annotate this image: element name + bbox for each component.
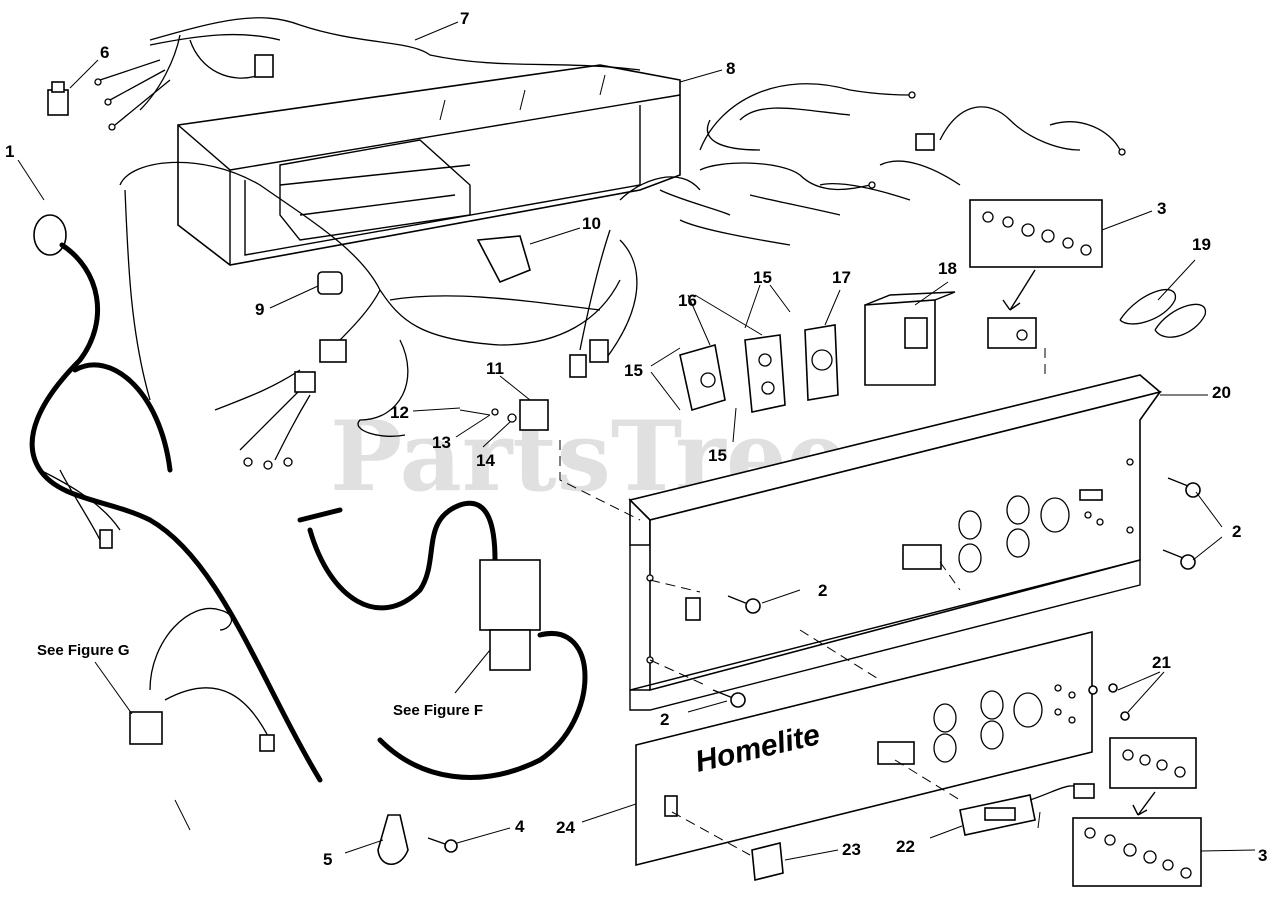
label-7: 7 bbox=[460, 9, 469, 28]
figure-g-module bbox=[129, 607, 275, 831]
part-6-sensor bbox=[47, 81, 69, 116]
receptacles bbox=[679, 291, 956, 413]
label-2a: 2 bbox=[1232, 522, 1241, 541]
label-14: 14 bbox=[476, 451, 495, 470]
figure-f-assembly bbox=[297, 500, 588, 780]
part-19-cable-ties bbox=[1119, 289, 1206, 338]
callout-labels: 1 6 7 8 9 10 11 12 13 14 15 15 15 16 17 … bbox=[5, 9, 1267, 869]
label-3b: 3 bbox=[1258, 846, 1267, 865]
label-19: 19 bbox=[1192, 235, 1211, 254]
label-24: 24 bbox=[556, 818, 575, 837]
main-harness bbox=[119, 161, 701, 470]
loose-wires bbox=[659, 83, 1126, 246]
label-2b: 2 bbox=[818, 581, 827, 600]
label-22: 22 bbox=[896, 837, 915, 856]
label-20: 20 bbox=[1212, 383, 1231, 402]
label-23: 23 bbox=[842, 840, 861, 859]
part-20-panel bbox=[628, 374, 1162, 711]
label-6: 6 bbox=[100, 43, 109, 62]
meter-and-switch bbox=[751, 783, 1095, 882]
top-harness bbox=[94, 17, 641, 131]
label-3a: 3 bbox=[1157, 199, 1166, 218]
label-15a: 15 bbox=[753, 268, 772, 287]
small-parts bbox=[317, 235, 549, 431]
label-5: 5 bbox=[323, 850, 332, 869]
label-9: 9 bbox=[255, 300, 264, 319]
label-1: 1 bbox=[5, 142, 14, 161]
assembly-lines bbox=[559, 348, 1046, 856]
label-15c: 15 bbox=[708, 446, 727, 465]
wiring-housing bbox=[177, 64, 681, 266]
fasteners bbox=[377, 477, 1201, 866]
label-13: 13 bbox=[432, 433, 451, 452]
label-15b: 15 bbox=[624, 361, 643, 380]
label-18: 18 bbox=[938, 259, 957, 278]
label-16: 16 bbox=[678, 291, 697, 310]
label-12: 12 bbox=[390, 403, 409, 422]
figure-f-reference: See Figure F bbox=[393, 702, 483, 719]
part-24-faceplate: Homelite bbox=[635, 630, 1093, 867]
label-10: 10 bbox=[582, 214, 601, 233]
leader-lines bbox=[17, 21, 1256, 861]
label-11: 11 bbox=[486, 359, 504, 378]
label-4: 4 bbox=[515, 817, 525, 836]
part-3-inset-top bbox=[969, 199, 1103, 349]
label-8: 8 bbox=[726, 59, 735, 78]
figure-g-reference: See Figure G bbox=[37, 642, 130, 659]
part-3-inset-bottom bbox=[1072, 737, 1202, 887]
label-2c: 2 bbox=[660, 710, 669, 729]
part-1-solenoid bbox=[29, 214, 323, 783]
label-21: 21 bbox=[1152, 653, 1171, 672]
label-17: 17 bbox=[832, 268, 851, 287]
